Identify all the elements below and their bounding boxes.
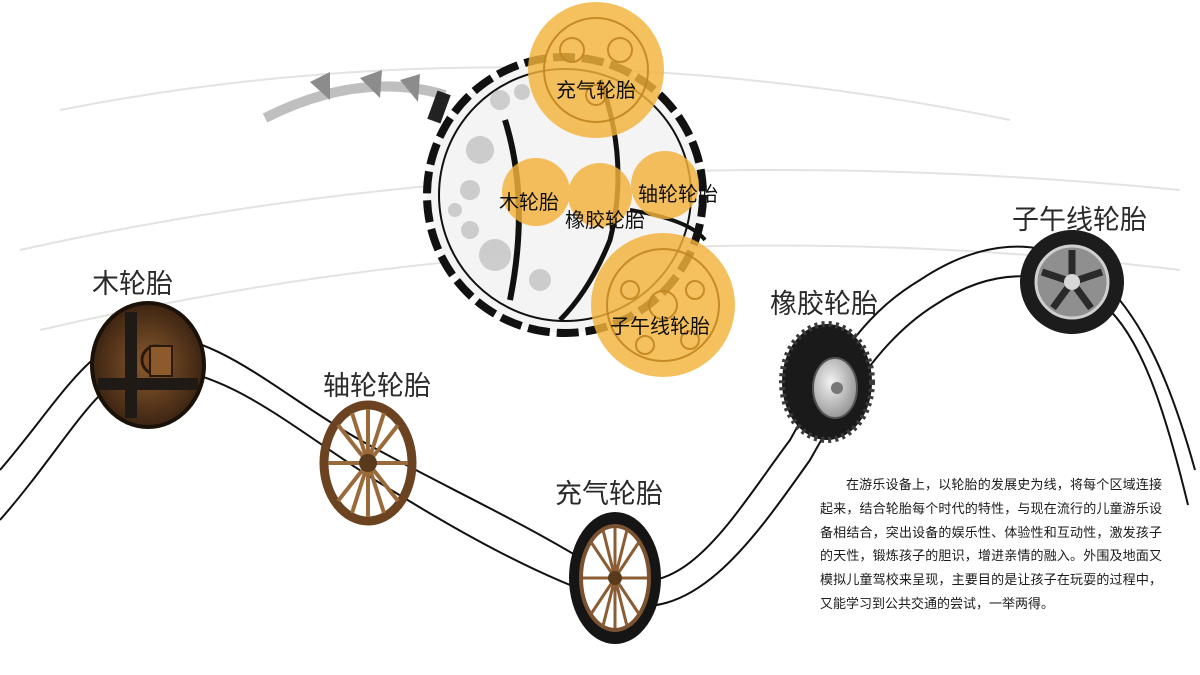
plan-label-wooden: 木轮胎 <box>499 190 559 214</box>
timeline-label-axle: 轴轮轮胎 <box>323 371 431 402</box>
plan-label-axle: 轴轮轮胎 <box>638 182 718 206</box>
pneumatic-tire-icon <box>569 512 661 644</box>
timeline-label-radial: 子午线轮胎 <box>1012 205 1147 236</box>
zone-pneumatic <box>528 2 664 138</box>
zone-rubber <box>568 163 632 227</box>
wooden-wheel-icon <box>90 301 206 429</box>
description-text: 在游乐设备上，以轮胎的发展史为线，将每个区域连接起来，结合轮胎每个时代的特性，与… <box>820 478 1162 612</box>
plan-label-pneumatic: 充气轮胎 <box>556 78 636 102</box>
zone-axle <box>631 151 699 219</box>
plan-label-rubber: 橡胶轮胎 <box>565 208 645 232</box>
timeline-label-pneumatic: 充气轮胎 <box>555 479 663 510</box>
rubber-tire-icon <box>779 321 875 443</box>
arrow-trail <box>262 70 451 124</box>
zone-radial <box>591 233 735 377</box>
timeline-label-rubber: 橡胶轮胎 <box>770 289 878 320</box>
zone-wooden <box>502 158 570 226</box>
spoked-wheel-icon <box>319 400 417 526</box>
park-plan <box>423 2 735 377</box>
plan-label-radial: 子午线轮胎 <box>610 314 710 338</box>
radial-tire-icon <box>1020 230 1124 334</box>
timeline-label-wooden: 木轮胎 <box>92 269 173 300</box>
